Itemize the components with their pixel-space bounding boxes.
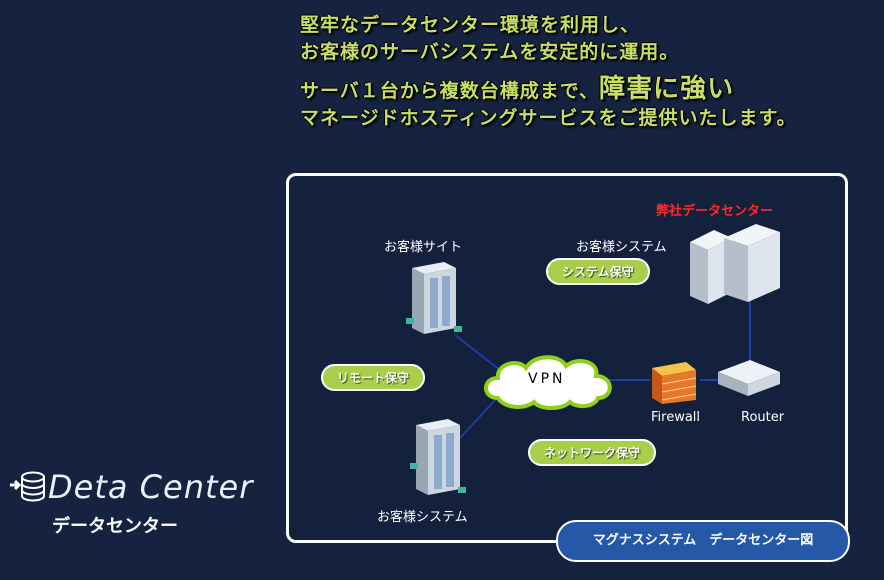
headline-emphasis: 障害に強い [599, 74, 735, 104]
diagram-caption: マグナスシステム データセンター図 [556, 520, 850, 562]
headline-line-2: お客様のサーバシステムを安定的に運用。 [300, 41, 680, 63]
customer-site-label: お客様サイト [384, 240, 463, 255]
logo-block: Deta Center データセンター [8, 468, 253, 538]
logo-title: Deta Center [48, 468, 254, 506]
system-maintenance-pill: システム保守 [546, 258, 650, 285]
headline: 堅牢なデータセンター環境を利用し、 お客様のサーバシステムを安定的に運用。 サー… [300, 12, 870, 132]
logo-subtitle: データセンター [52, 516, 178, 537]
router-icon [718, 360, 780, 396]
router-label: Router [741, 410, 785, 425]
headline-line-3: サーバ１台から複数台構成まで、障害に強い [300, 76, 870, 105]
network-maintenance-pill: ネットワーク保守 [528, 439, 657, 466]
headline-line-3-text: サーバ１台から複数台構成まで、 [300, 80, 600, 102]
headline-line-1: 堅牢なデータセンター環境を利用し、 [300, 14, 641, 36]
remote-maintenance-pill: リモート保守 [321, 364, 426, 391]
headline-line-4: マネージドホスティングサービスをご提供いたします。 [300, 107, 797, 129]
database-arrow-icon [10, 471, 45, 502]
customer-system-top-label: お客様システム [576, 240, 667, 255]
datacenter-servers-icon [690, 224, 780, 304]
firewall-icon [652, 362, 697, 404]
vpn-label: VPN [528, 371, 566, 387]
customer-system-bottom-label: お客様システム [377, 510, 468, 525]
server-site-icon [406, 262, 462, 334]
datacenter-label: 弊社データセンター [656, 204, 774, 219]
firewall-label: Firewall [651, 410, 701, 425]
vpn-cloud-icon [484, 355, 612, 410]
server-system-bottom-icon [410, 419, 466, 495]
